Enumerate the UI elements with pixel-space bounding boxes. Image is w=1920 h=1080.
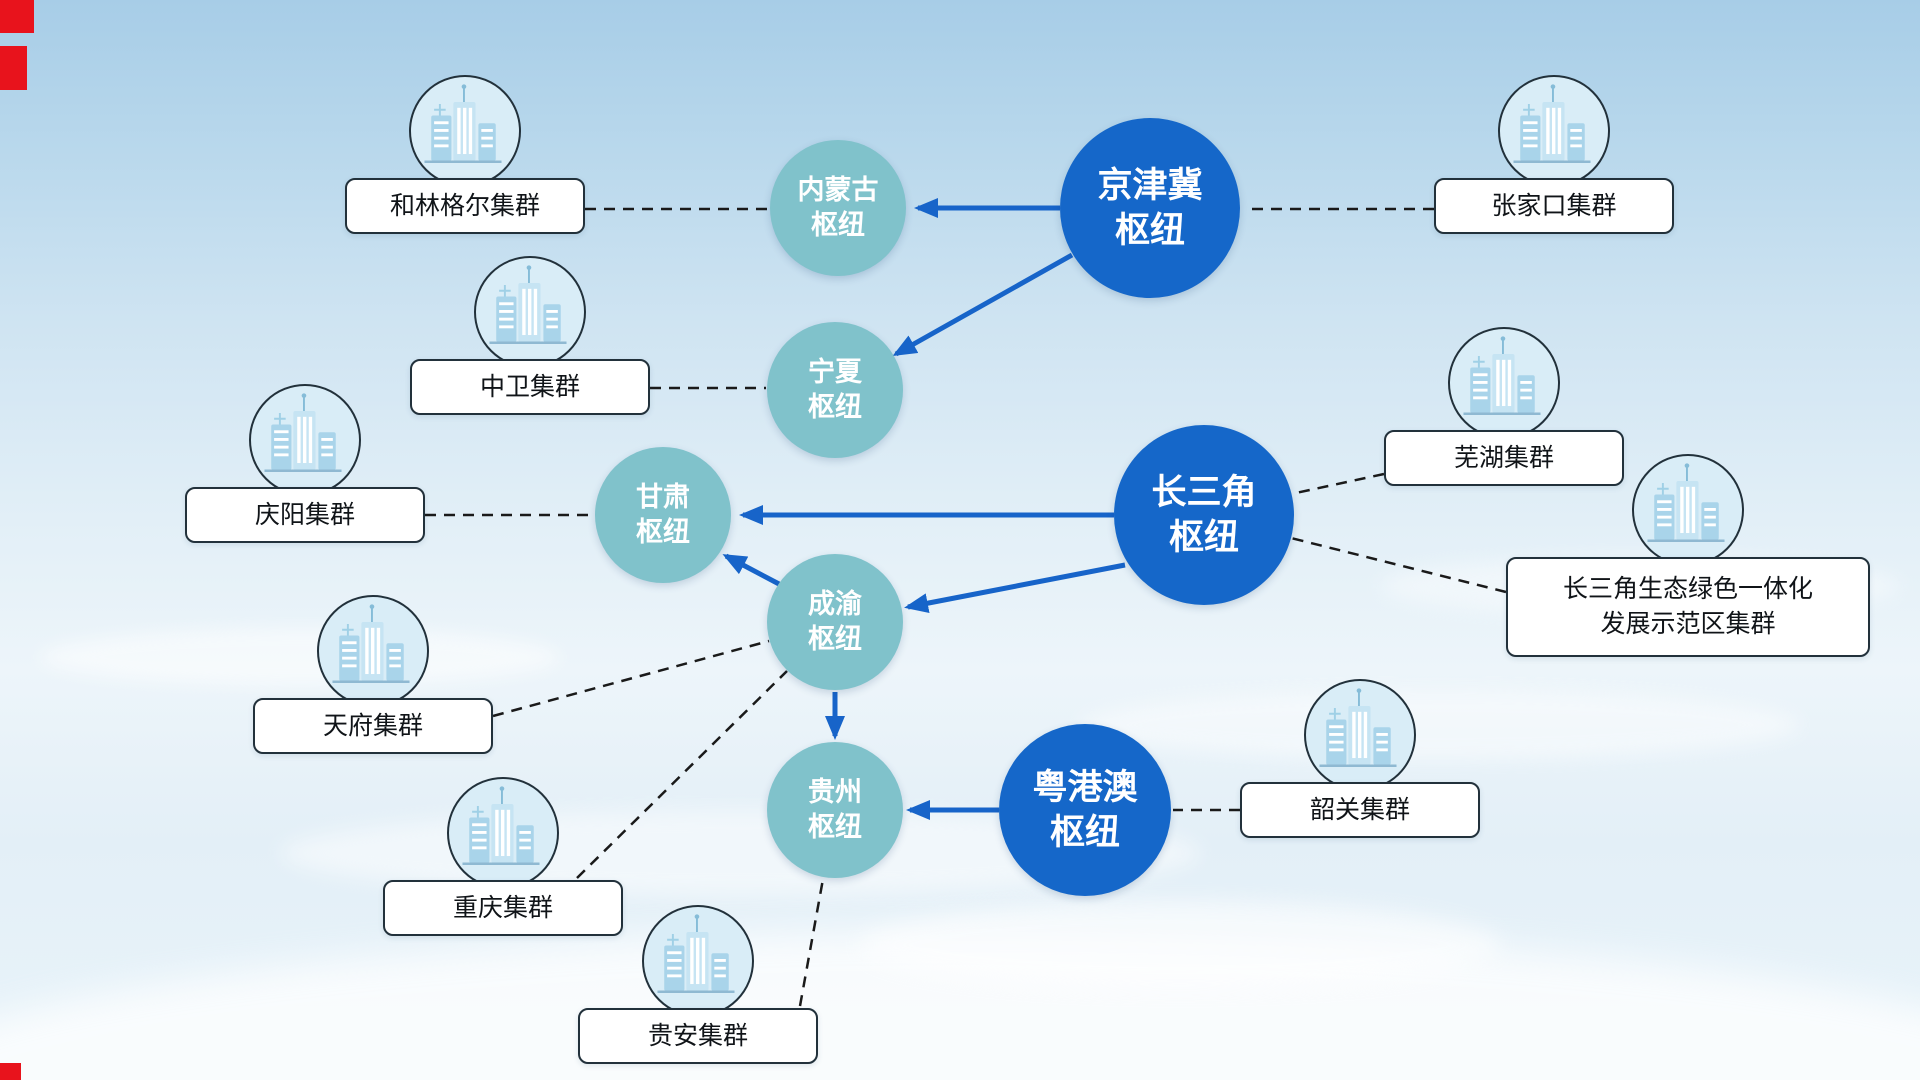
hub-neimenggu: 内蒙古 枢纽 bbox=[770, 140, 906, 276]
datacenter-building-icon bbox=[1448, 327, 1560, 439]
hub-gansu: 甘肃 枢纽 bbox=[595, 447, 731, 583]
hub-label: 贵州 bbox=[808, 776, 862, 807]
cluster-label-box: 和林格尔集群 bbox=[345, 178, 585, 234]
red-marker bbox=[0, 1063, 21, 1080]
datacenter-building-icon bbox=[642, 905, 754, 1017]
hub-label: 枢纽 bbox=[636, 517, 690, 547]
hub-label: 长三角 bbox=[1151, 472, 1257, 512]
datacenter-building-icon bbox=[447, 777, 559, 889]
cluster-label: 重庆集群 bbox=[452, 893, 553, 922]
cluster-helingeer: 和林格尔集群 bbox=[345, 75, 585, 234]
hub-label: 甘肃 bbox=[636, 481, 690, 512]
cluster-zhongwei: 中卫集群 bbox=[410, 256, 650, 415]
hub-yuegangao: 粤港澳 枢纽 bbox=[999, 724, 1171, 896]
cluster-yrd-demo-zone: 长三角生态绿色一体化 发展示范区集群 bbox=[1506, 454, 1870, 657]
cluster-label: 芜湖集群 bbox=[1453, 443, 1554, 472]
cluster-qingyang: 庆阳集群 bbox=[185, 384, 425, 543]
cluster-tianfu: 天府集群 bbox=[253, 595, 493, 754]
datacenter-building-icon bbox=[1632, 454, 1744, 566]
cluster-label-box: 韶关集群 bbox=[1240, 782, 1480, 838]
red-marker bbox=[0, 0, 34, 33]
hub-label: 成渝 bbox=[808, 588, 862, 619]
cluster-label-line2: 发展示范区集群 bbox=[1600, 610, 1776, 638]
cluster-label: 和林格尔集群 bbox=[389, 191, 540, 220]
arrow-changsanjiao-to-chengyu bbox=[904, 562, 1126, 614]
datacenter-building-icon bbox=[1498, 75, 1610, 187]
datacenter-building-icon bbox=[1304, 679, 1416, 791]
cluster-shaoguan: 韶关集群 bbox=[1240, 679, 1480, 838]
datacenter-building-icon bbox=[249, 384, 361, 496]
hub-label: 内蒙古 bbox=[797, 174, 879, 205]
cluster-label: 庆阳集群 bbox=[254, 500, 355, 529]
cluster-label-box: 天府集群 bbox=[253, 698, 493, 754]
cluster-label-box: 张家口集群 bbox=[1434, 178, 1674, 234]
cluster-label-box: 中卫集群 bbox=[410, 359, 650, 415]
datacenter-building-icon bbox=[474, 256, 586, 368]
cluster-label: 天府集群 bbox=[322, 711, 423, 740]
hub-label: 枢纽 bbox=[1114, 211, 1185, 250]
datacenter-building-icon bbox=[409, 75, 521, 187]
cluster-label: 长三角生态绿色一体化 bbox=[1562, 575, 1813, 603]
hub-label: 枢纽 bbox=[808, 392, 862, 422]
cluster-zhangjiakou: 张家口集群 bbox=[1434, 75, 1674, 234]
hub-label: 枢纽 bbox=[1168, 518, 1239, 557]
cluster-label-box: 长三角生态绿色一体化 发展示范区集群 bbox=[1506, 557, 1870, 657]
hub-chengyu: 成渝 枢纽 bbox=[767, 554, 903, 690]
cluster-label: 韶关集群 bbox=[1309, 795, 1410, 824]
hub-label: 京津冀 bbox=[1097, 165, 1203, 205]
link-tianfu-chengyu bbox=[492, 639, 770, 718]
cluster-label: 中卫集群 bbox=[479, 372, 580, 401]
link-wuhu-changsanjiao bbox=[1290, 472, 1385, 496]
hub-label: 枢纽 bbox=[811, 210, 865, 240]
hub-label: 宁夏 bbox=[808, 356, 862, 387]
hub-label: 粤港澳 bbox=[1032, 767, 1138, 807]
cluster-guian: 贵安集群 bbox=[578, 905, 818, 1064]
cluster-wuhu: 芜湖集群 bbox=[1384, 327, 1624, 486]
cluster-label: 贵安集群 bbox=[647, 1021, 748, 1050]
arrow-jingjinji-to-ningxia bbox=[892, 252, 1074, 357]
hub-label: 枢纽 bbox=[808, 624, 862, 654]
cluster-label-box: 庆阳集群 bbox=[185, 487, 425, 543]
cluster-label: 张家口集群 bbox=[1491, 191, 1617, 220]
hub-ningxia: 宁夏 枢纽 bbox=[767, 322, 903, 458]
hub-jingjinji: 京津冀 枢纽 bbox=[1060, 118, 1240, 298]
hub-label: 枢纽 bbox=[1049, 813, 1120, 852]
hub-guizhou: 贵州 枢纽 bbox=[767, 742, 903, 878]
arrow-chengyu-to-gansu bbox=[722, 553, 781, 587]
cluster-label-box: 贵安集群 bbox=[578, 1008, 818, 1064]
hub-changsanjiao: 长三角 枢纽 bbox=[1114, 425, 1294, 605]
hub-label: 枢纽 bbox=[808, 812, 862, 842]
link-yrd-demo-changsanjiao bbox=[1290, 536, 1507, 594]
datacenter-building-icon bbox=[317, 595, 429, 707]
cluster-label-box: 芜湖集群 bbox=[1384, 430, 1624, 486]
red-marker bbox=[0, 46, 27, 90]
